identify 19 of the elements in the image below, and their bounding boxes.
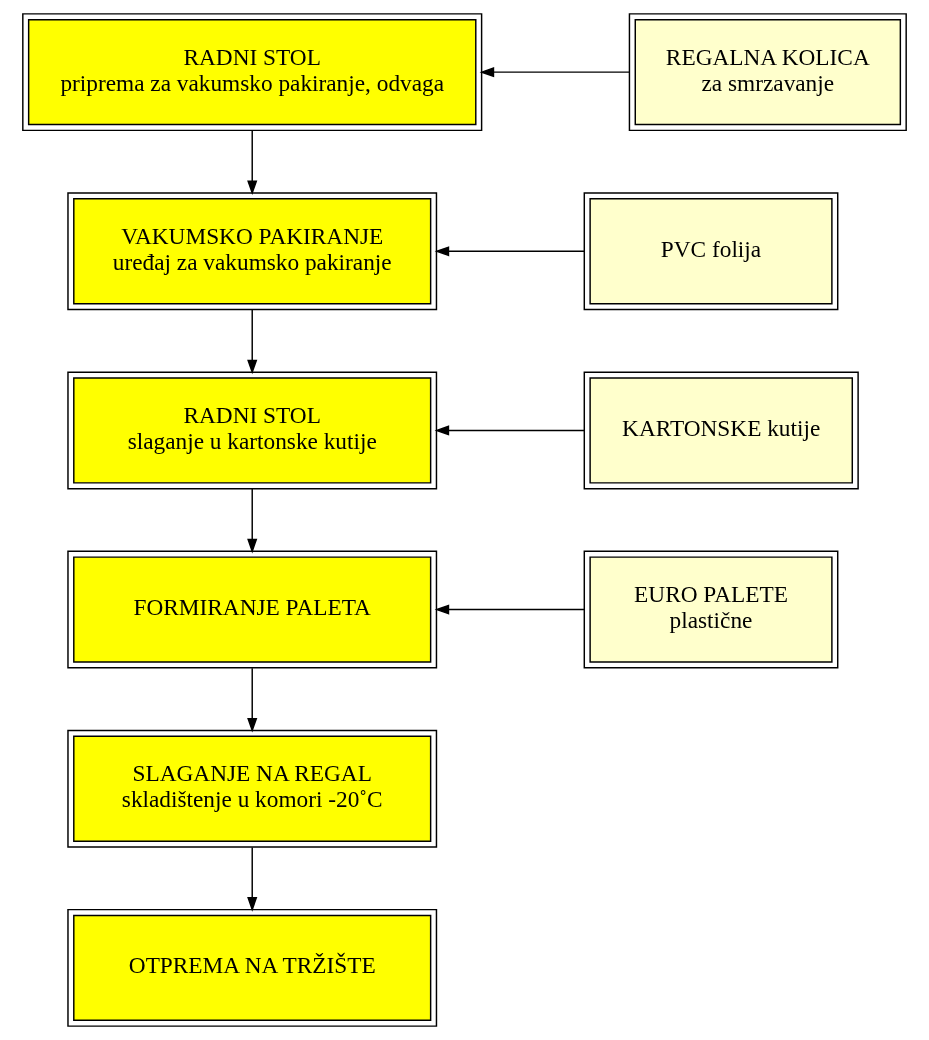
node-box: KARTONSKE kutije — [583, 371, 859, 490]
arrow — [434, 246, 585, 257]
arrow — [247, 667, 258, 733]
arrow — [247, 488, 258, 554]
arrow — [479, 67, 630, 78]
node-box: RADNI STOL priprema za vakumsko pakiranje, odvaga — [22, 13, 483, 132]
node-box: EURO PALETE plastične — [583, 550, 839, 669]
arrow — [247, 130, 258, 196]
arrow — [247, 309, 258, 375]
node-box: FORMIRANJE PALETA — [67, 550, 438, 669]
node-box: RADNI STOL slaganje u kartonske kutije — [67, 371, 438, 490]
arrow — [247, 846, 258, 912]
arrow — [434, 425, 585, 436]
node-box: VAKUMSKO PAKIRANJE uređaj za vakumsko pakiranje — [67, 192, 438, 311]
node-box: OTPREMA NA TRŽIŠTE — [67, 908, 438, 1027]
arrow — [434, 604, 585, 615]
node-box: PVC folija — [583, 192, 839, 311]
node-box: REGALNA KOLICA za smrzavanje — [628, 13, 907, 132]
node-box: SLAGANJE NA REGAL skladištenje u komori -20˚C — [67, 729, 438, 848]
